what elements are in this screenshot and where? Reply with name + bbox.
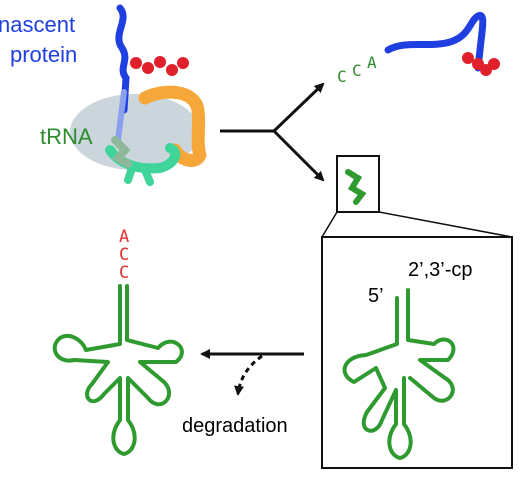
orange-factor (138, 85, 207, 167)
nascent-protein-chain (115, 4, 130, 114)
trna-label: tRNA (40, 124, 93, 149)
degradation-label: degradation (182, 415, 288, 437)
ribosome-complex (70, 4, 207, 186)
acc-letter-3: C (119, 263, 129, 283)
released-protein (384, 11, 500, 76)
cca-letter-2: C (352, 61, 362, 80)
cca-letter-3: A (367, 53, 377, 72)
cp-end-label: 2’,3’-cp (408, 259, 472, 281)
degradation-arrow (234, 354, 263, 396)
acc-letter-2: C (119, 245, 129, 265)
fragment-shape (345, 169, 367, 205)
zoom-line-right (378, 211, 513, 238)
nascent-label-line1: nascent (0, 12, 75, 37)
cca-letter-1: C (337, 67, 347, 86)
acc-letter-1: A (119, 227, 129, 247)
zoom-box (321, 236, 513, 469)
released-residues (462, 52, 500, 76)
zoom-line-left (321, 211, 338, 238)
protein-residues (130, 56, 189, 76)
cleaved-trna (342, 288, 456, 460)
nascent-label-line2: protein (10, 42, 77, 67)
split-arrow (220, 82, 325, 182)
released-protein-chain (384, 11, 487, 72)
five-prime-label: 5’ (368, 285, 384, 307)
repaired-trna (52, 284, 184, 456)
bound-trna-shape (111, 136, 132, 168)
protein-tail-faded (115, 89, 127, 143)
